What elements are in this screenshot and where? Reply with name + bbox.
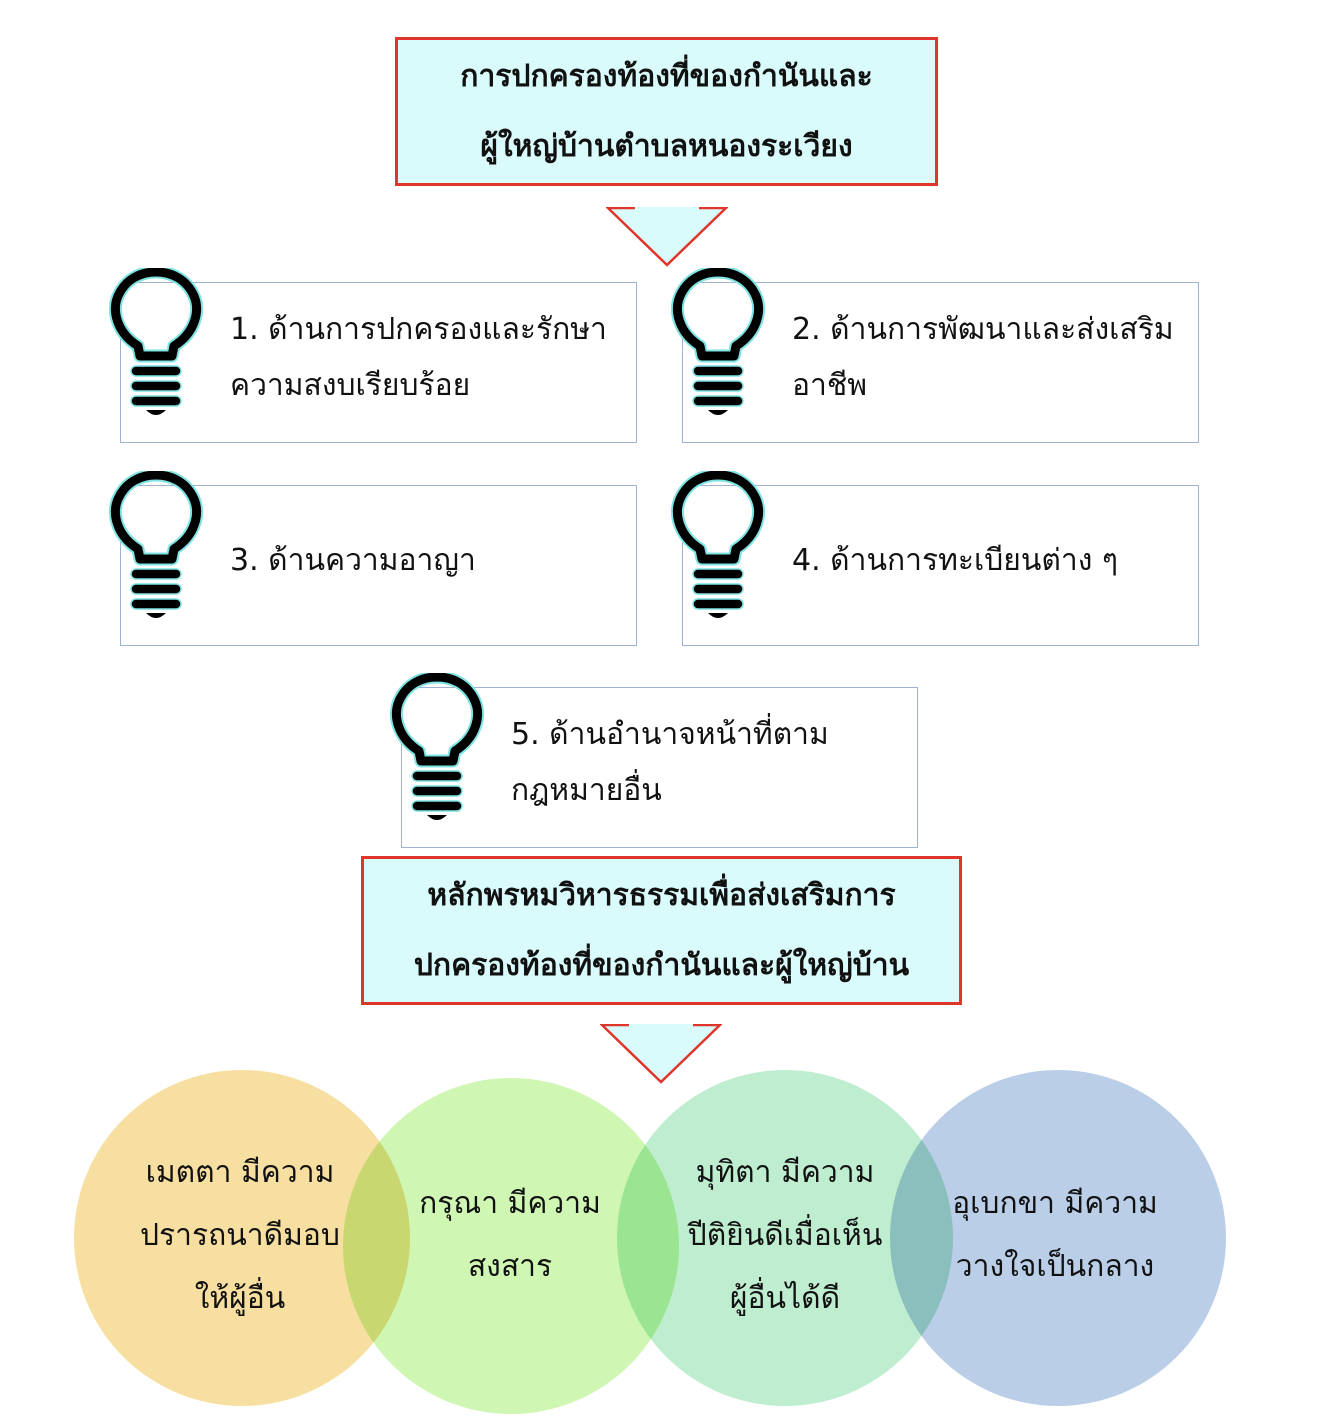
- area-label-3: 3. ด้านความอาญา: [230, 543, 476, 578]
- principles-title-line2: ปกครองท้องที่ของกำนันและผู้ใหญ่บ้าน: [413, 947, 910, 983]
- lightbulb-icon: [109, 268, 203, 415]
- lightbulb-icon: [390, 673, 484, 820]
- principles-title-line1: หลักพรหมวิหารธรรมเพื่อส่งเสริมการ: [427, 877, 896, 913]
- header-title-line2: ผู้ใหญ่บ้านตำบลหนองระเวียง: [480, 128, 853, 164]
- header-title-line1: การปกครองท้องที่ของกำนันและ: [460, 58, 873, 94]
- virtue-text-3: มุทิตา มีความ ปีติยินดีเมื่อเห็น ผู้อื่น…: [687, 1154, 883, 1316]
- virtue-text-2: กรุณา มีความ สงสาร: [419, 1186, 601, 1284]
- principles-box: หลักพรหมวิหารธรรมเพื่อส่งเสริมการ ปกครอง…: [361, 856, 962, 1005]
- area-card-5: [401, 687, 918, 848]
- area-card-4: [682, 485, 1199, 646]
- area-label-5: 5. ด้านอำนาจหน้าที่ตาม กฎหมายอื่น: [511, 717, 829, 808]
- area-label-2: 2. ด้านการพัฒนาและส่งเสริม อาชีพ: [792, 312, 1174, 403]
- down-arrow-icon: [600, 1024, 722, 1084]
- virtue-circle-1: [74, 1070, 410, 1406]
- virtue-text-4: อุเบกขา มีความ วางใจเป็นกลาง: [952, 1186, 1158, 1284]
- virtue-circle-3: [617, 1070, 953, 1406]
- lightbulb-icon: [671, 268, 765, 415]
- lightbulb-icon: [109, 471, 203, 618]
- down-arrow-icon: [606, 207, 728, 267]
- area-card-1: [120, 282, 637, 443]
- virtue-text-1: เมตตา มีความ ปรารถนาดีมอบ ให้ผู้อื่น: [140, 1154, 340, 1316]
- area-label-1: 1. ด้านการปกครองและรักษา ความสงบเรียบร้อ…: [230, 312, 607, 403]
- virtue-circle-2: [343, 1078, 679, 1414]
- header-box: การปกครองท้องที่ของกำนันและ ผู้ใหญ่บ้านต…: [395, 37, 938, 186]
- area-card-3: [120, 485, 637, 646]
- virtue-circle-4: [890, 1070, 1226, 1406]
- area-card-2: [682, 282, 1199, 443]
- area-label-4: 4. ด้านการทะเบียนต่าง ๆ: [792, 543, 1119, 578]
- lightbulb-icon: [671, 471, 765, 618]
